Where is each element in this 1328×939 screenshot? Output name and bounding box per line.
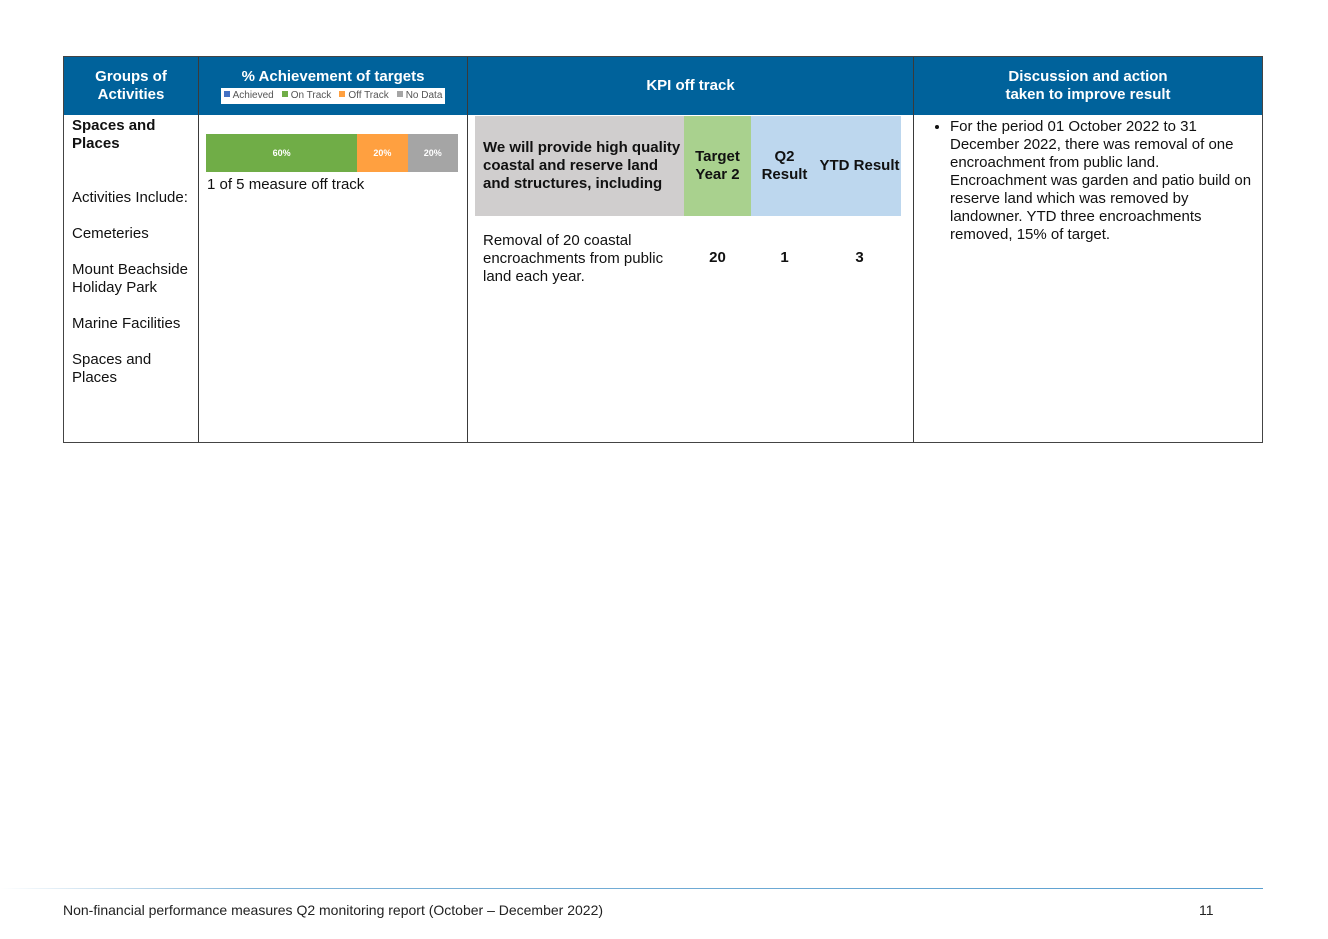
footer-text: Non-financial performance measures Q2 mo… <box>63 902 604 918</box>
kpi-header-description: We will provide high quality coastal and… <box>475 116 684 216</box>
header-discussion: Discussion and action taken to improve r… <box>914 57 1262 115</box>
achievement-bar-segment: 20% <box>407 134 458 172</box>
column-divider <box>913 57 914 442</box>
achievement-caption: 1 of 5 measure off track <box>207 176 365 193</box>
header-groups: Groups of Activities <box>64 57 198 115</box>
table-header-row: Groups of Activities % Achievement of ta… <box>64 57 1262 115</box>
legend-no-data: No Data <box>396 89 443 103</box>
kpi-row-ytd: 3 <box>855 249 864 266</box>
column-divider <box>198 57 199 442</box>
group-title: Spaces and Places <box>72 117 156 152</box>
kpi-row-description: Removal of 20 coastal encroachments from… <box>483 232 664 285</box>
achievement-bar-segment: 60% <box>206 134 358 172</box>
kpi-row-target: 20 <box>709 249 726 266</box>
page-number: 11 <box>1199 902 1214 918</box>
achievement-bar: 60%20%20% <box>206 134 458 172</box>
legend-off-track: Off Track <box>339 89 389 103</box>
activity-item: Marine Facilities <box>72 315 181 332</box>
legend-no-data-swatch <box>396 91 403 97</box>
header-discussion-line1: Discussion and action <box>1008 68 1168 85</box>
kpi-row-q2: 1 <box>780 249 789 266</box>
header-discussion-line2: taken to improve result <box>1005 86 1171 103</box>
legend-on-track: On Track <box>281 89 332 103</box>
header-kpi: KPI off track <box>646 77 735 94</box>
kpi-report-table: Groups of Activities % Achievement of ta… <box>63 56 1263 443</box>
achievement-bar-segment: 20% <box>357 134 408 172</box>
legend-achieved: Achieved <box>223 89 274 103</box>
legend-off-track-label: Off Track <box>348 90 389 101</box>
activity-item: Cemeteries <box>72 225 149 242</box>
discussion-item: For the period 01 October 2022 to 31 Dec… <box>950 118 1256 244</box>
discussion-list: For the period 01 October 2022 to 31 Dec… <box>916 118 1256 244</box>
achievement-legend: Achieved On Track Off Track No Data <box>220 88 446 104</box>
legend-achieved-label: Achieved <box>232 90 274 101</box>
kpi-header-ytd: YTD Result <box>818 116 901 216</box>
activities-label: Activities Include: <box>72 189 188 206</box>
header-groups-line1: Groups of <box>95 68 167 85</box>
legend-no-data-label: No Data <box>405 90 443 101</box>
header-achievement: % Achievement of targets Achieved On Tra… <box>199 57 467 115</box>
legend-off-track-swatch <box>339 91 346 97</box>
header-groups-line2: Activities <box>97 86 165 103</box>
discussion-cell: For the period 01 October 2022 to 31 Dec… <box>916 118 1256 244</box>
legend-on-track-swatch <box>281 91 288 97</box>
activity-item: Mount Beachside Holiday Park <box>72 261 188 296</box>
kpi-cell: We will provide high quality coastal and… <box>475 116 901 286</box>
legend-achieved-swatch <box>223 91 230 97</box>
groups-cell: Spaces and Places Activities Include: Ce… <box>72 117 197 405</box>
kpi-header-q2: Q2 Result <box>751 116 818 216</box>
kpi-header-target: Target Year 2 <box>684 116 751 216</box>
kpi-table: We will provide high quality coastal and… <box>475 116 901 286</box>
legend-on-track-label: On Track <box>290 90 332 101</box>
header-achievement-title: % Achievement of targets <box>241 68 425 85</box>
activity-item: Spaces and Places <box>72 351 152 386</box>
column-divider <box>467 57 468 442</box>
footer-divider <box>0 888 1263 889</box>
